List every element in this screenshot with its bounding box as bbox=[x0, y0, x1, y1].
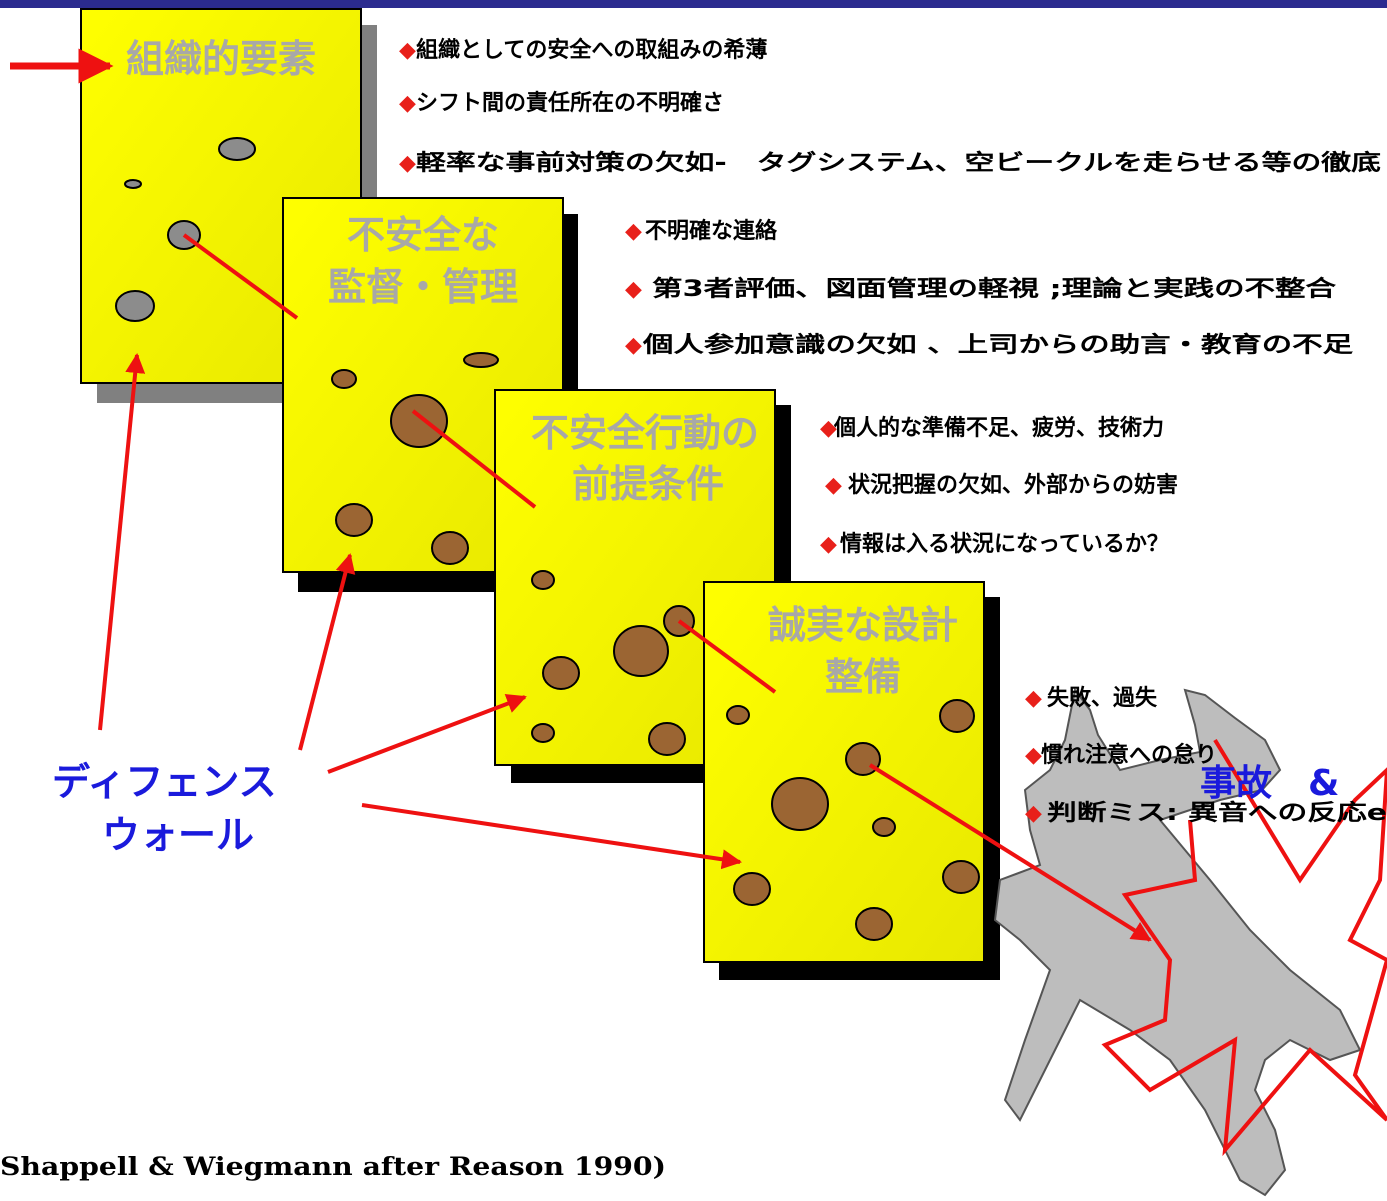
panel-title-line1: 不安全行動の bbox=[531, 411, 759, 455]
panel-title-line1: 不安全な bbox=[347, 213, 499, 257]
defense-wall-line1: ディフェンス bbox=[52, 760, 277, 804]
hole bbox=[855, 907, 893, 941]
bullet-marker: ◆ bbox=[399, 38, 416, 63]
bullet-item: 状況把握の欠如、外部からの妨害 bbox=[848, 472, 1178, 498]
hole bbox=[726, 705, 750, 725]
bullet-marker: ◆ bbox=[1025, 743, 1042, 768]
hazard-line bbox=[677, 619, 777, 694]
hole bbox=[531, 723, 555, 743]
panel-title-line2: 前提条件 bbox=[572, 462, 724, 506]
header-bar bbox=[0, 0, 1387, 8]
panel-title-line2: 整備 bbox=[825, 655, 901, 699]
panel-title-line1: 誠実な設計 bbox=[768, 603, 958, 647]
explosion-shape bbox=[1101, 738, 1387, 1157]
bullet-marker: ◆ bbox=[1025, 686, 1042, 711]
hazard-line bbox=[411, 409, 537, 509]
bullet-item: 不明確な連絡 bbox=[645, 218, 778, 244]
hole bbox=[390, 394, 448, 448]
panel-title: 組織的要素 bbox=[126, 37, 316, 81]
hole bbox=[218, 137, 256, 161]
bullet-marker: ◆ bbox=[625, 277, 642, 302]
hole bbox=[115, 290, 155, 322]
bullet-item: 失敗、過失 bbox=[1047, 685, 1158, 711]
defense-arrow bbox=[327, 694, 527, 774]
hazard-line bbox=[182, 233, 299, 320]
defense-arrow bbox=[98, 353, 146, 731]
accident-label: 事故 & bbox=[1200, 763, 1375, 804]
bullet-item: 情報は入る状況になっているか？ bbox=[840, 531, 1169, 557]
panel-title-line2: 監督・管理 bbox=[328, 265, 518, 309]
hole bbox=[335, 503, 373, 537]
bullet-marker: ◆ bbox=[625, 333, 642, 358]
hole bbox=[124, 179, 142, 189]
bullet-item: シフト間の責任所在の不明確さ bbox=[416, 90, 724, 116]
bullet-item: 判断ミス: 異音への反応e bbox=[1047, 800, 1387, 826]
bullet-item: 組織としての安全への取組みの希薄 bbox=[416, 37, 767, 63]
hole bbox=[733, 872, 771, 906]
bullet-item: 慣れ注意への怠り bbox=[1041, 742, 1217, 768]
hole bbox=[331, 369, 357, 389]
hole bbox=[431, 531, 469, 565]
bullets-design-maintenance: ◆ 失敗、過失 ◆ 慣れ注意への怠り ◆ 判断ミス: 異音への反応e bbox=[1025, 685, 1387, 826]
bullet-marker: ◆ bbox=[1025, 801, 1042, 826]
panel-design-maintenance: 誠実な設計 整備 bbox=[703, 581, 1000, 980]
hole bbox=[531, 570, 555, 590]
defense-arrow bbox=[298, 553, 356, 751]
bullet-marker: ◆ bbox=[820, 416, 837, 441]
hole bbox=[942, 860, 980, 894]
bullet-marker: ◆ bbox=[625, 219, 642, 244]
hole bbox=[872, 817, 896, 837]
bullet-item: 個人参加意識の欠如 、上司からの助言・教育の不足 bbox=[642, 332, 1353, 358]
hazard-arrow bbox=[868, 763, 1152, 942]
bullet-item: 第3者評価、図面管理の軽視 ;理論と実践の不整合 bbox=[652, 276, 1337, 302]
hole bbox=[463, 352, 499, 368]
bullets-organizational: ◆ 組織としての安全への取組みの希薄 ◆ シフト間の責任所在の不明確さ ◆ 軽率… bbox=[399, 37, 1381, 176]
bullet-item: 軽率な事前対策の欠如- タグシステム、空ビークルを走らせる等の徹底 bbox=[416, 150, 1381, 176]
hole bbox=[648, 722, 686, 756]
bullet-item: 個人的な準備不足、疲労、技術力 bbox=[833, 415, 1164, 441]
citation: Shappell & Wiegmann after Reason 1990) bbox=[0, 1152, 666, 1181]
bullets-preconditions: ◆ 個人的な準備不足、疲労、技術力 ◆ 状況把握の欠如、外部からの妨害 ◆ 情報… bbox=[820, 415, 1178, 557]
hole bbox=[939, 699, 975, 733]
bullets-supervision: ◆ 不明確な連絡 ◆ 第3者評価、図面管理の軽視 ;理論と実践の不整合 ◆ 個人… bbox=[625, 218, 1353, 358]
bullet-marker: ◆ bbox=[825, 473, 842, 498]
bullet-marker: ◆ bbox=[399, 151, 416, 176]
defense-wall-line2: ウォール bbox=[102, 813, 254, 857]
bullet-marker: ◆ bbox=[820, 532, 837, 557]
airplane-icon bbox=[993, 687, 1362, 1197]
bullet-marker: ◆ bbox=[399, 91, 416, 116]
defense-arrow bbox=[361, 803, 742, 870]
hole bbox=[542, 656, 580, 690]
hole bbox=[771, 777, 829, 831]
hole bbox=[613, 625, 669, 677]
